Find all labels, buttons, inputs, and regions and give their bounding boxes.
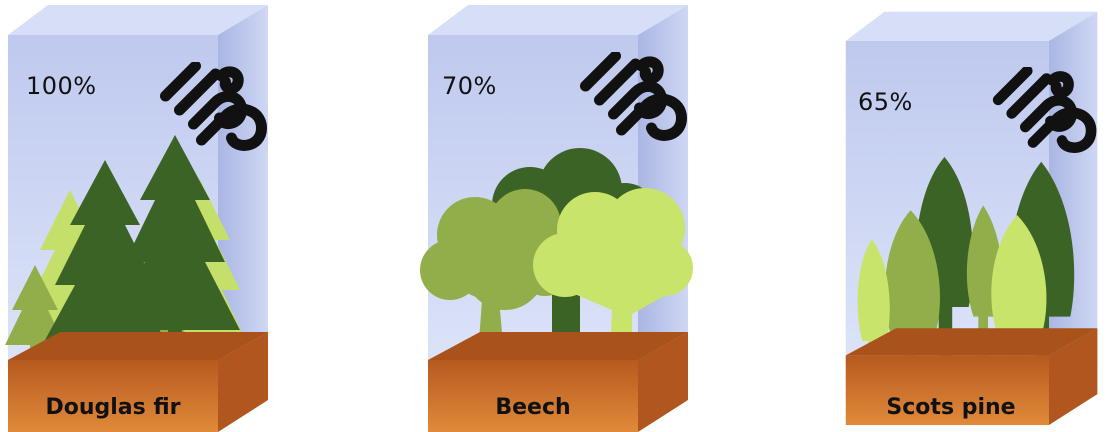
soil-top — [428, 332, 688, 360]
soil-top — [845, 328, 1098, 356]
sky-side — [218, 5, 268, 400]
soil-side — [218, 332, 268, 432]
sky-top — [428, 5, 688, 35]
fir-trees — [5, 135, 248, 370]
soil-front — [845, 355, 1049, 426]
panel-douglas-fir: 100% Douglas fir — [0, 0, 280, 432]
species-label: Scots pine — [886, 395, 1016, 420]
percent-label: 65% — [858, 88, 913, 116]
soil-top — [8, 332, 268, 360]
panel-graphic — [420, 5, 693, 432]
species-label: Douglas fir — [45, 395, 181, 420]
soil-front — [428, 360, 638, 432]
percent-label: 100% — [26, 72, 97, 100]
panel-graphic — [5, 5, 268, 432]
soil-front — [8, 360, 218, 432]
soil-side — [1048, 328, 1098, 426]
sky-top — [845, 11, 1098, 41]
sky-top — [8, 5, 268, 35]
panel-beech: 70% Beech — [420, 0, 700, 432]
species-label: Beech — [495, 395, 571, 420]
percent-label: 70% — [442, 72, 497, 100]
beech-trees — [420, 148, 693, 355]
panel-scots-pine: 65% Scots pine — [838, 0, 1109, 432]
soil-side — [638, 332, 688, 432]
panel-graphic — [845, 11, 1098, 426]
